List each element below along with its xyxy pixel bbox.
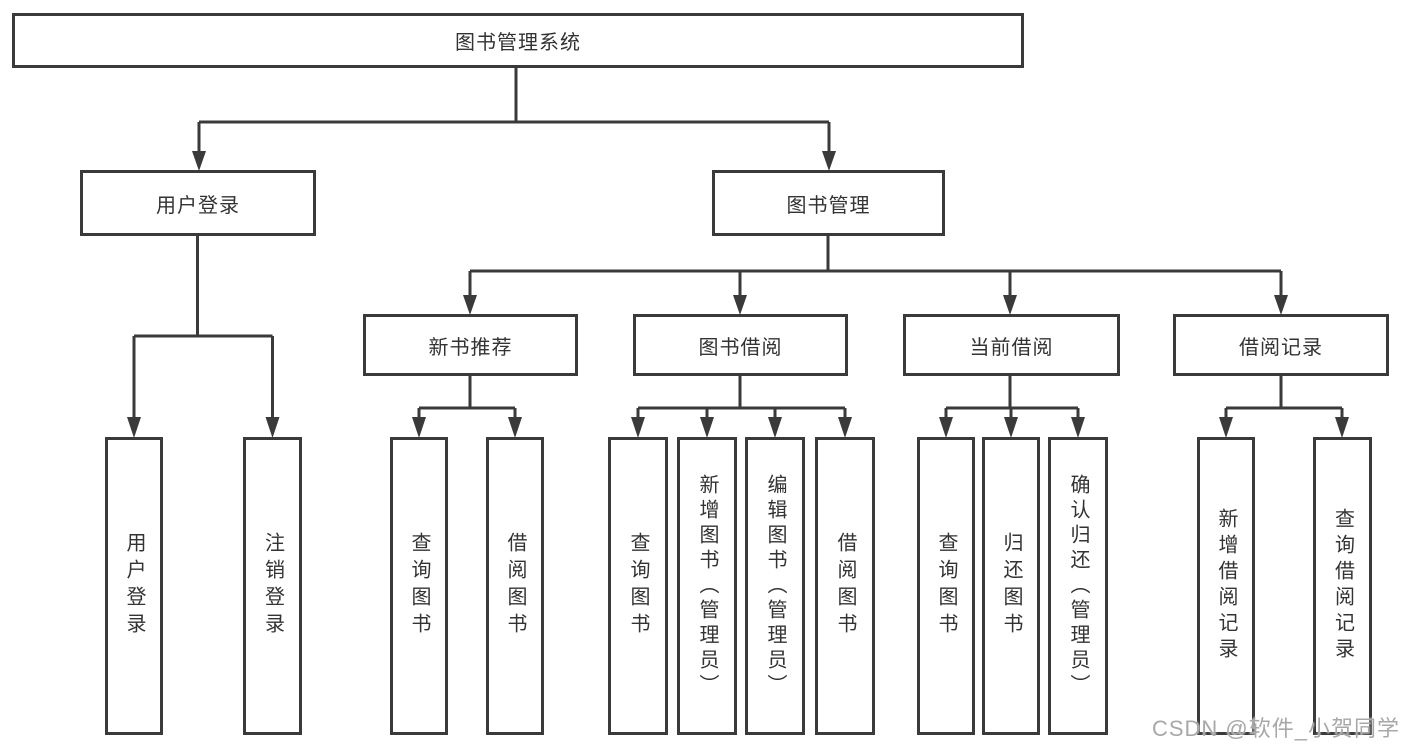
leaf-query-books-current: 查询图书 — [917, 437, 975, 735]
node-book-borrowing: 图书借阅 — [633, 314, 848, 376]
leaf-add-borrow-record-label: 新增借阅记录 — [1215, 508, 1237, 664]
leaf-borrow-books-borrowing-label: 借阅图书 — [834, 532, 856, 640]
arrowhead-icon — [733, 295, 747, 315]
leaf-user-login-label: 用户登录 — [123, 532, 145, 640]
node-new-book-recommend: 新书推荐 — [363, 314, 578, 376]
arrowhead-icon — [127, 417, 141, 438]
leaf-query-books-borrowing: 查询图书 — [608, 437, 668, 735]
node-user-login: 用户登录 — [80, 170, 316, 236]
leaf-borrow-books-recommend: 借阅图书 — [486, 437, 544, 735]
arrowhead-icon — [412, 417, 426, 438]
node-current-borrowing: 当前借阅 — [903, 314, 1120, 376]
leaf-add-books-admin-label: 新增图书（管理员） — [696, 473, 718, 699]
arrowhead-icon — [1003, 295, 1017, 315]
leaf-query-books-borrowing-label: 查询图书 — [627, 532, 649, 640]
node-borrowing-records: 借阅记录 — [1173, 314, 1389, 376]
csdn-watermark: CSDN @软件_小贺同学 — [1151, 716, 1400, 741]
leaf-add-books-admin: 新增图书（管理员） — [677, 437, 737, 735]
leaf-return-books: 归还图书 — [982, 437, 1040, 735]
leaf-edit-books-admin: 编辑图书（管理员） — [745, 437, 805, 735]
leaf-logout-label: 注销登录 — [261, 532, 284, 640]
leaf-query-borrow-record-label: 查询借阅记录 — [1331, 508, 1354, 664]
node-library-system: 图书管理系统 — [12, 13, 1024, 68]
arrowhead-icon — [838, 417, 852, 438]
arrowhead-icon — [1071, 417, 1085, 438]
leaf-query-books-recommend-label: 查询图书 — [408, 532, 430, 640]
leaf-logout: 注销登录 — [243, 437, 302, 735]
arrowhead-icon — [1335, 417, 1349, 438]
leaf-confirm-return-admin-label: 确认归还（管理员） — [1067, 473, 1089, 699]
leaf-query-books-current-label: 查询图书 — [935, 532, 957, 640]
leaf-confirm-return-admin: 确认归还（管理员） — [1048, 437, 1108, 735]
arrowhead-icon — [1219, 417, 1233, 438]
arrowhead-icon — [192, 151, 206, 171]
arrowhead-icon — [265, 417, 280, 438]
leaf-user-login: 用户登录 — [105, 437, 163, 735]
arrowhead-icon — [700, 417, 714, 438]
leaf-borrow-books-recommend-label: 借阅图书 — [504, 532, 526, 640]
leaf-add-borrow-record: 新增借阅记录 — [1197, 437, 1255, 735]
leaf-return-books-label: 归还图书 — [1000, 532, 1022, 640]
arrowhead-icon — [822, 151, 836, 171]
arrowhead-icon — [939, 417, 953, 438]
arrowhead-icon — [1004, 417, 1018, 438]
leaf-edit-books-admin-label: 编辑图书（管理员） — [764, 473, 786, 699]
arrowhead-icon — [631, 417, 645, 438]
arrowhead-icon — [463, 295, 477, 315]
node-book-management: 图书管理 — [712, 170, 945, 236]
leaf-query-books-recommend: 查询图书 — [390, 437, 448, 735]
leaf-query-borrow-record: 查询借阅记录 — [1313, 437, 1372, 735]
arrowhead-icon — [768, 417, 782, 438]
arrowhead-icon — [1274, 295, 1288, 315]
arrowhead-icon — [508, 417, 522, 438]
leaf-borrow-books-borrowing: 借阅图书 — [815, 437, 875, 735]
